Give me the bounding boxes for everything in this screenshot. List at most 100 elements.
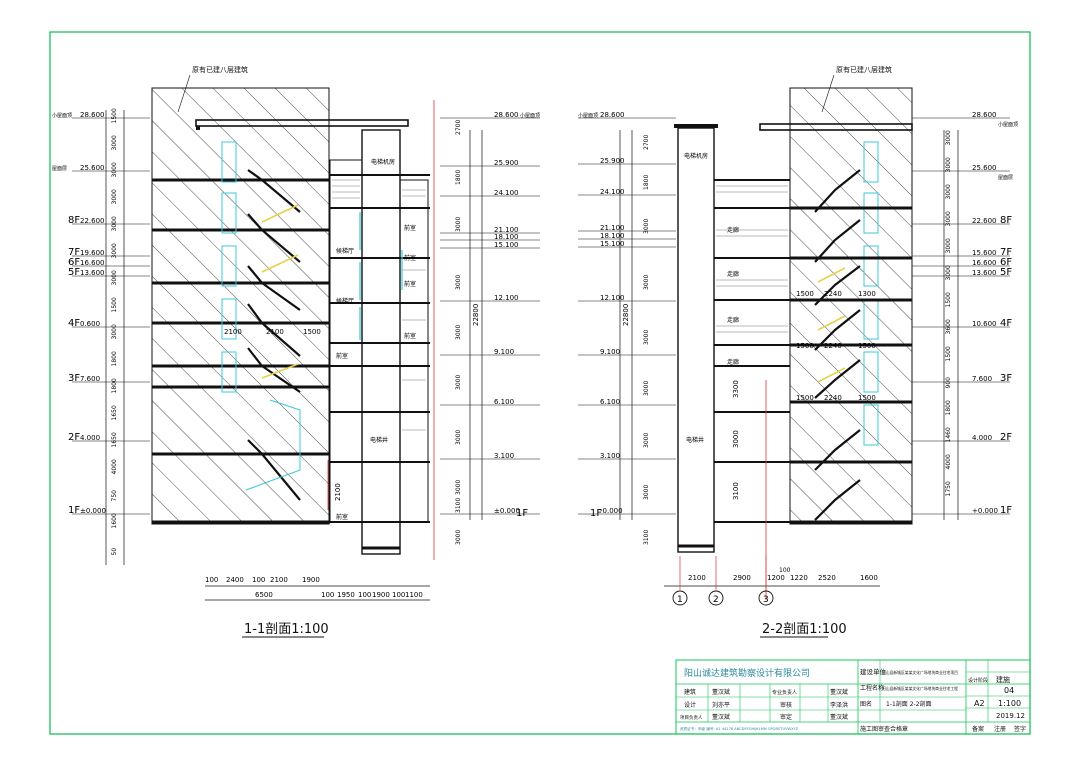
level-value: 21.100 [600,224,625,232]
floor-tag: 1F [516,508,528,519]
inner-dim-r8: 2240 [824,394,842,402]
floor-tag: 6F [68,257,80,268]
floor-tag: 8F [1000,215,1012,226]
level-value: 25.600 [80,164,105,172]
floor-tag: 4F [1000,318,1012,329]
dim-value: 1800 [455,170,462,185]
dim-value: 3000 [945,211,952,226]
floor-tag: 5F [1000,267,1012,278]
dim-value: 3000 [643,381,650,396]
dim-value: 3000 [643,275,650,290]
role-1-name: 董汉斌 [712,688,730,696]
level-value: 16.600 [972,259,997,267]
dim-value: 3000 [111,189,118,204]
dim-value: 750 [111,490,118,502]
level-value: 15.600 [972,249,997,257]
sheet-border [49,31,1031,735]
existing-building-left [151,87,330,525]
bottom-dim-b2: 100 [321,591,334,599]
level-value: 18.100 [494,233,519,241]
room-label-front-2: 前室 [404,332,416,340]
dim-value: 3000 [945,265,952,280]
level-value: 10.600 [972,320,997,328]
room-label-corridor-3: 走廊 [727,316,739,324]
dim-value: 3000 [643,219,650,234]
level-value: 24.100 [600,188,625,196]
axis-3: 3 [763,595,769,605]
level-markers-1-1-right: 28.60025.90024.10021.10018.10015.10012.1… [440,111,540,519]
floor-tag: 8F [68,215,80,226]
inner-dim-4: 2100 [334,483,342,501]
level-note: 小屋面顶 [520,112,540,119]
room-label-lobby-3: 候梯厅 [336,297,354,305]
dim-value: 3000 [455,530,462,545]
dim-value: 3000 [111,162,118,177]
project-label: 工程名称 [860,684,884,692]
level-value: 7.600 [80,375,100,383]
role-2b-name: 李泽洪 [830,701,848,709]
bottom-dim-b5: 1900 [372,591,390,599]
room-label-corridor-1: 走廊 [727,226,739,234]
dim-value: 1500 [111,108,118,123]
company-name: 阳山诚达建筑勘察设计有限公司 [684,667,810,679]
dim-value: 1800 [643,175,650,190]
dim-value: 3000 [455,325,462,340]
role-3-name: 董汉斌 [712,713,730,721]
floor-tag: 3F [68,373,80,384]
room-label-front-3: 前室 [336,513,348,521]
inner-dim-r6: 1500 [858,342,876,350]
dim-value: 3000 [455,217,462,232]
floor-tag: 7F [1000,247,1012,258]
section-1-1: 原有已建八层建筑 [105,65,435,565]
room-label-shaft-left: 电梯井 [370,436,388,444]
level-value: -0.000 [600,507,623,515]
drawing-name-label: 图名 [860,700,872,708]
dimension-chain-2-2-right: 3000300030003000300030001500360015009001… [945,130,952,496]
inner-dim-3: 1500 [303,328,321,336]
level-value: 18.100 [600,232,625,240]
level-value: 24.100 [494,189,519,197]
inner-dim-r3: 1300 [858,290,876,298]
inner-dim-r9: 1500 [858,394,876,402]
level-value: 9.100 [600,348,620,356]
dim-value: 1650 [111,432,118,447]
role-3: 项目负责人 [680,714,703,721]
dim-value: 50 [111,548,118,556]
inner-dim-r4: 1500 [796,342,814,350]
level-value: 4.000 [972,434,992,442]
dim-value: 1750 [945,481,952,496]
bottom-dim-a3: 100 [252,576,265,584]
dim-value: 1460 [945,427,952,442]
title-block: 阳山诚达建筑勘察设计有限公司 建设单位 阳山县新城区某某文化广场地块商业住宅项目… [675,659,1031,735]
signoff-1: 备案 [972,725,984,733]
room-label-lobby-4: 前室 [336,352,348,360]
level-note: 屋面层 [998,175,1013,181]
floor-tag: 2F [68,432,80,443]
level-markers-1-1-left: 28.600小屋面顶25.600屋面层22.6008F19.6007F16.60… [52,111,150,516]
level-value: 19.600 [80,249,105,257]
inner-dim-2: 2100 [266,328,284,336]
level-value: 15.100 [494,241,519,249]
note-existing-left: 原有已建八层建筑 [192,65,248,74]
dim-value: 3000 [643,485,650,500]
floor-tag: 1F [1000,505,1012,516]
bottom-dim-r2: 2900 [733,574,751,582]
dim-value: 3000 [111,270,118,285]
signoff-3: 签字 [1014,725,1026,733]
dim-value: 3000 [111,324,118,339]
role-2-name: 刘亦平 [712,701,730,709]
dim-value: 3000 [455,430,462,445]
level-value: ±0.000 [80,507,106,515]
bottom-dim-a5: 1900 [302,576,320,584]
bottom-dim-a4: 2100 [270,576,288,584]
bottom-dim-r3: 1200 [767,574,785,582]
bottom-dim-a1: 100 [205,576,218,584]
dim-value: 1650 [111,405,118,420]
vertical-inner-1: 3300 [732,380,740,398]
bottom-dims-1-1: 100 2400 100 2100 1900 6500 100 1950 100… [205,576,430,601]
inner-dim-r2: 2240 [824,290,842,298]
room-label-lobby-1: 前室 [404,224,416,232]
